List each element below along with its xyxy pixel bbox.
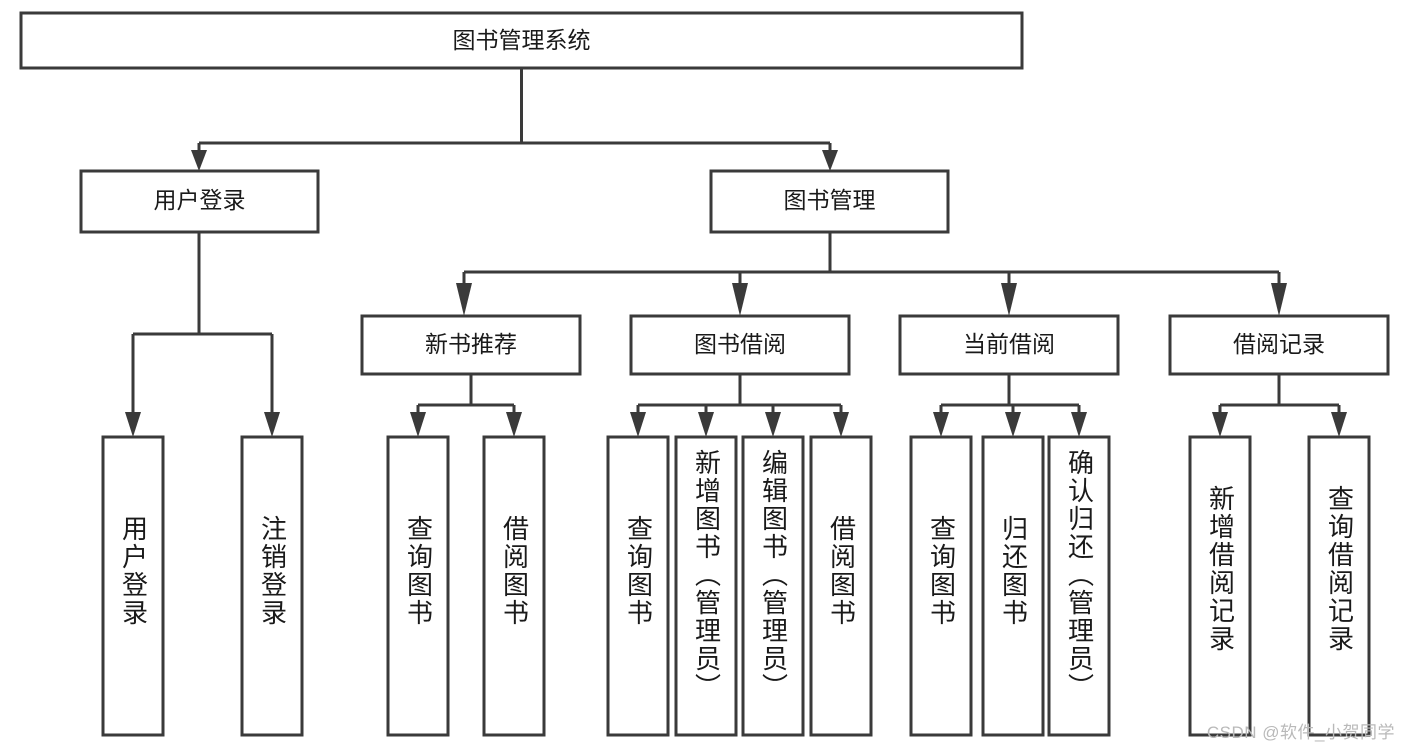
node-leaf-user-login-box[interactable] [101,435,165,737]
node-root[interactable]: 图书管理系统 [19,11,1024,70]
node-user-login-box[interactable] [79,169,320,234]
node-leaf-add-record-box[interactable] [1188,435,1252,737]
node-leaf-query-book-borrow-box[interactable] [606,435,670,737]
arrow-head-user-login [191,150,207,171]
node-new-book-recommend[interactable]: 新书推荐 [360,314,582,376]
arrow-head-new-book-recommend [456,283,472,316]
arrow-head-leaf-add-book [698,412,714,437]
arrow-head-leaf-query-book-borrow [630,412,646,437]
node-current-borrow-box[interactable] [898,314,1120,376]
arrow-head-leaf-query-book-rec [410,412,426,437]
node-book-borrow-box[interactable] [629,314,851,376]
node-root-box[interactable] [19,11,1024,70]
node-leaf-borrow-book-box[interactable] [809,435,873,737]
node-leaf-user-logout-box[interactable] [240,435,304,737]
node-leaf-add-book-box[interactable] [674,435,738,737]
arrow-head-leaf-user-login [125,412,141,437]
node-user-login[interactable]: 用户登录 [79,169,320,234]
node-new-book-recommend-box[interactable] [360,314,582,376]
node-leaf-confirm-return-box[interactable] [1047,435,1111,737]
arrow-head-leaf-borrow-book [833,412,849,437]
arrow-head-leaf-query-record [1331,412,1347,437]
node-book-borrow[interactable]: 图书借阅 [629,314,851,376]
connector-layer [125,68,1347,437]
node-root-label: 图书管理系统 [453,27,591,53]
node-borrow-record-box[interactable] [1168,314,1390,376]
arrow-head-leaf-add-record [1212,412,1228,437]
arrow-head-borrow-record [1271,283,1287,316]
node-book-manage-box[interactable] [709,169,950,234]
node-borrow-record-label: 借阅记录 [1233,331,1325,357]
arrow-head-leaf-borrow-book-rec [506,412,522,437]
arrow-head-leaf-query-book-current [933,412,949,437]
arrow-head-leaf-confirm-return [1071,412,1087,437]
arrow-head-current-borrow [1001,283,1017,316]
arrow-head-book-borrow [732,283,748,316]
node-new-book-recommend-label: 新书推荐 [425,331,517,357]
node-leaf-query-book-current-box[interactable] [909,435,973,737]
node-borrow-record[interactable]: 借阅记录 [1168,314,1390,376]
node-layer: 图书管理系统 用户登录 图书管理 新书推荐 图书借阅 [19,11,1390,737]
watermark-text: CSDN @软件_小贺同学 [1206,723,1395,742]
node-leaf-borrow-book-rec-box[interactable] [482,435,546,737]
arrow-head-leaf-return-book [1005,412,1021,437]
node-user-login-label: 用户登录 [154,187,246,213]
node-current-borrow[interactable]: 当前借阅 [898,314,1120,376]
node-leaf-query-book-rec-box[interactable] [386,435,450,737]
arrow-head-book-manage [822,150,838,171]
node-book-manage[interactable]: 图书管理 [709,169,950,234]
node-leaf-edit-book-box[interactable] [741,435,805,737]
node-current-borrow-label: 当前借阅 [963,331,1055,357]
node-book-borrow-label: 图书借阅 [694,331,786,357]
arrow-head-leaf-user-logout [264,412,280,437]
arrow-head-leaf-edit-book [765,412,781,437]
node-leaf-query-record-box[interactable] [1307,435,1371,737]
node-leaf-return-book-box[interactable] [981,435,1045,737]
node-book-manage-label: 图书管理 [784,187,876,213]
